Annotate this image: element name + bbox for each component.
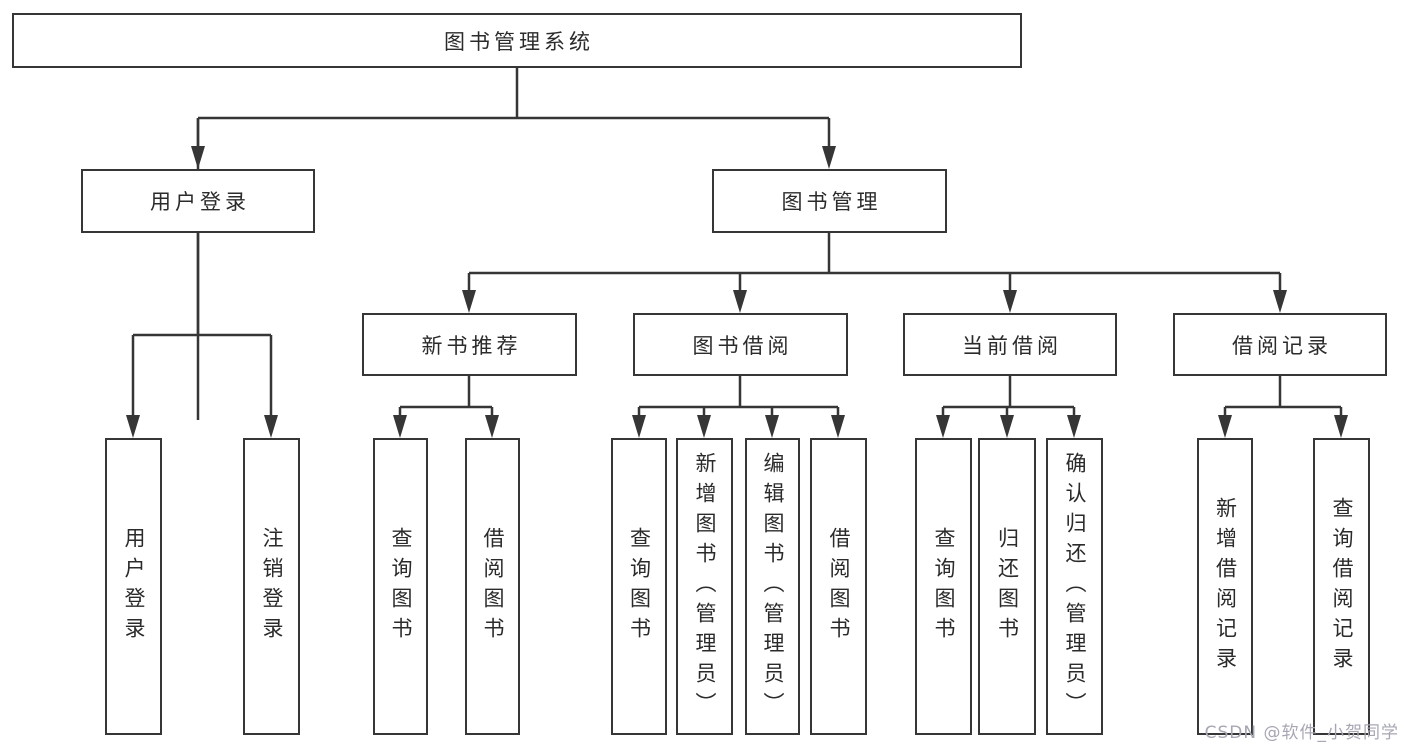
leaf-borrow-book: 借阅图书 xyxy=(810,438,867,735)
csdn-watermark: CSDN @软件_小贺同学 xyxy=(1204,723,1399,743)
leaf-query-book-current: 查询图书 xyxy=(915,438,972,735)
leaf-return-book: 归还图书 xyxy=(978,438,1036,735)
leaf-user-login: 用户登录 xyxy=(105,438,162,735)
leaf-edit-book-admin: 编辑图书（管理员） xyxy=(745,438,800,735)
node-user-login: 用户登录 xyxy=(81,169,315,233)
leaf-query-book-rec: 查询图书 xyxy=(373,438,428,735)
node-current-borrow: 当前借阅 xyxy=(903,313,1117,376)
leaf-query-borrow-record: 查询借阅记录 xyxy=(1313,438,1370,735)
node-borrow-records: 借阅记录 xyxy=(1173,313,1387,376)
node-root-system: 图书管理系统 xyxy=(12,13,1022,68)
leaf-add-book-admin: 新增图书（管理员） xyxy=(676,438,733,735)
node-book-borrow: 图书借阅 xyxy=(633,313,848,376)
leaf-borrow-book-rec: 借阅图书 xyxy=(465,438,520,735)
arrow-heads xyxy=(126,146,1348,438)
node-book-management: 图书管理 xyxy=(712,169,947,233)
leaf-confirm-return-admin: 确认归还（管理员） xyxy=(1046,438,1103,735)
leaf-logout: 注销登录 xyxy=(243,438,300,735)
leaf-query-book-borrow: 查询图书 xyxy=(611,438,667,735)
node-new-book-recommend: 新书推荐 xyxy=(362,313,577,376)
leaf-add-borrow-record: 新增借阅记录 xyxy=(1197,438,1253,735)
